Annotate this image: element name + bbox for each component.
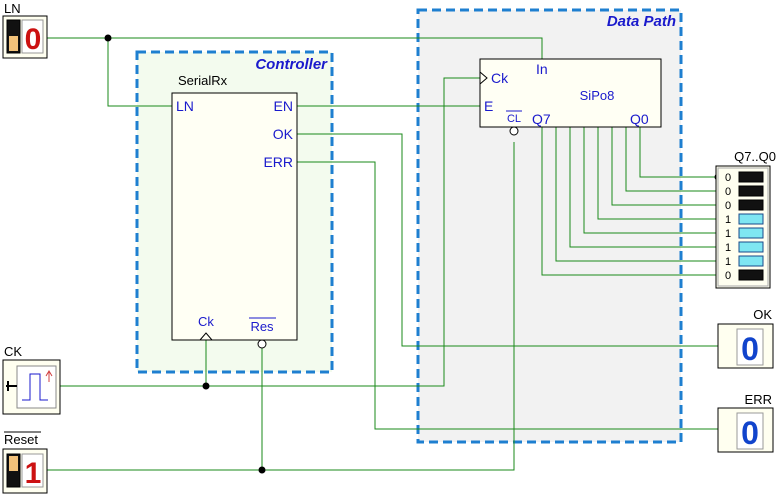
junction-reset (258, 466, 266, 474)
pin-ok: OK (273, 126, 294, 142)
sipo8-name: SiPo8 (580, 88, 615, 103)
pin-en: EN (274, 98, 293, 114)
bus-bit-value: 0 (725, 200, 731, 212)
pin-ln: LN (176, 98, 194, 114)
ln-input-label: LN (4, 1, 21, 16)
err-display-value: 0 (741, 415, 759, 451)
ok-display-value: 0 (741, 331, 759, 367)
sipo8-block[interactable] (479, 58, 662, 128)
pin-ck-controller: Ck (198, 314, 214, 329)
ok-output-label: OK (753, 307, 772, 322)
bus-bit-value: 0 (725, 186, 731, 198)
wires (47, 37, 718, 471)
ln-switch[interactable]: 0 (2, 15, 48, 59)
pin-cl: CL (507, 113, 521, 125)
bus-bit-led (738, 255, 764, 267)
bus-bit-led (738, 269, 764, 281)
bus-bits: 0 0 0 1 1 1 1 0 (725, 171, 764, 282)
pin-e: E (484, 98, 493, 114)
bus-bit-led (738, 227, 764, 239)
clock-waveform-icon (22, 373, 48, 401)
pin-res: Res (250, 319, 274, 334)
pin-err: ERR (263, 154, 293, 170)
clock-generator[interactable] (2, 359, 61, 415)
bus-bit-value: 0 (725, 172, 731, 184)
bus-display-label: Q7..Q0 (734, 149, 776, 164)
reset-input-label: Reset (4, 432, 38, 447)
pin-in: In (536, 61, 548, 77)
err-output-label: ERR (745, 392, 772, 407)
bus-bit-led (738, 185, 764, 197)
bus-bit-value: 1 (725, 228, 731, 240)
bus-bit-led (738, 199, 764, 211)
ck-input-label: CK (4, 344, 22, 359)
bus-bit-value: 1 (725, 256, 731, 268)
pin-q0: Q0 (630, 111, 649, 127)
bus-bit-led (738, 171, 764, 183)
bus-bit-value: 1 (725, 242, 731, 254)
ln-switch-value: 0 (25, 23, 42, 56)
bus-bit-led (738, 241, 764, 253)
junction-ln (104, 34, 112, 42)
serialrx-name: SerialRx (178, 73, 228, 88)
ok-display: 0 (717, 323, 774, 369)
bus-bit-value: 1 (725, 214, 731, 226)
junction-ck (202, 382, 210, 390)
pin-q7: Q7 (532, 111, 551, 127)
reset-switch-value: 1 (25, 457, 42, 490)
bus-bit-value: 0 (725, 270, 731, 282)
controller-reset-bubble (257, 339, 267, 349)
err-display: 0 (717, 407, 774, 453)
controller-clock-triangle (199, 332, 213, 341)
sipo-clear-bubble (509, 126, 519, 136)
serialrx-block[interactable] (171, 92, 298, 341)
pin-ck-sipo: Ck (491, 70, 509, 86)
bus-bit-led (738, 213, 764, 225)
sipo-clock-triangle (479, 71, 488, 85)
controller-title: Controller (255, 56, 328, 73)
reset-switch[interactable]: 1 (2, 448, 48, 494)
datapath-title: Data Path (607, 13, 676, 30)
